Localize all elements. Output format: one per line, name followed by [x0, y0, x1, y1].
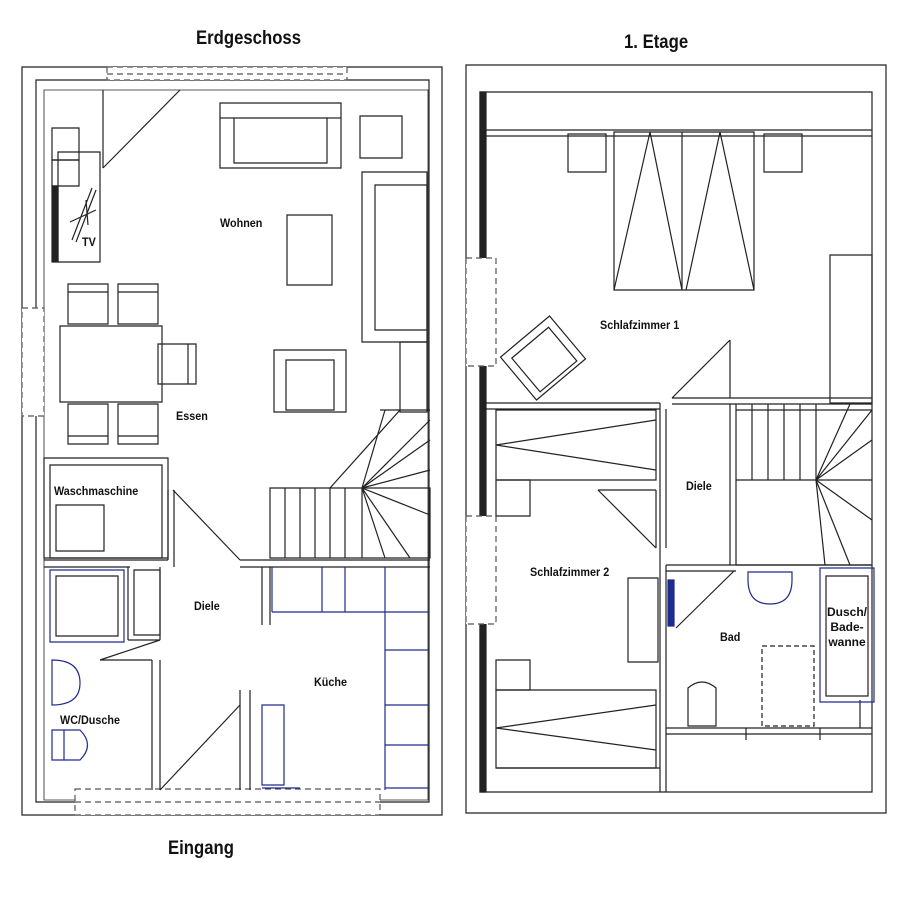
- room-label-bad: Bad: [720, 630, 741, 644]
- room-label-wohnen: Wohnen: [220, 216, 263, 230]
- ground-left-window: [22, 308, 44, 416]
- upper-stairs: [736, 404, 872, 565]
- room-label-tv: TV: [82, 235, 96, 249]
- upper-floor-title: 1. Etage: [624, 32, 689, 53]
- room-label-schlafzimmer2: Schlafzimmer 2: [530, 565, 610, 579]
- wardrobe: [830, 255, 872, 403]
- ground-blue-fixtures: [50, 567, 428, 790]
- bath-toilet: [688, 682, 716, 726]
- room-label-schlafzimmer1: Schlafzimmer 1: [600, 318, 680, 332]
- bedroom-armchair: [500, 316, 585, 400]
- sofa-top: [220, 103, 341, 168]
- entrance-label: Eingang: [168, 838, 234, 859]
- side-table: [360, 116, 402, 158]
- armchair: [274, 350, 346, 412]
- room-label-essen: Essen: [176, 409, 208, 423]
- upper-blue-fixtures: [668, 568, 874, 726]
- ground-outer-wall: [22, 67, 442, 815]
- nightstand-left: [568, 134, 606, 172]
- bed: [614, 132, 754, 290]
- room-label-waschmaschine: Waschmaschine: [54, 484, 139, 498]
- tv-cabinet: [52, 128, 79, 160]
- bathtub-label-line-2: Bade-: [830, 620, 864, 634]
- nightstand-right: [764, 134, 802, 172]
- kitchen-cabinet: [262, 705, 284, 785]
- ground-floor-title: Erdgeschoss: [196, 28, 302, 49]
- upper-window-2: [466, 516, 496, 624]
- room-label-wc: WC/Dusche: [60, 713, 121, 727]
- bathtub-label-line-3: wanne: [828, 635, 866, 649]
- sofa-right: [362, 172, 427, 342]
- dining-chair: [68, 284, 108, 324]
- ground-floor: [22, 67, 442, 815]
- upper-window-1: [466, 258, 496, 366]
- wardrobe-bottom: [496, 690, 656, 768]
- ground-inner-wall: [36, 80, 429, 802]
- wc-basin: [52, 730, 64, 760]
- upper-floor: [466, 65, 886, 813]
- upper-outer-wall: [466, 65, 886, 813]
- dining-table: [60, 326, 162, 402]
- laundry-room: [44, 458, 168, 558]
- room-label-bathtub: Dusch/ Bade- wanne: [820, 605, 874, 650]
- room-label-diele-upper: Diele: [686, 479, 712, 493]
- room-label-diele-ground: Diele: [194, 599, 220, 613]
- wc-toilet: [52, 660, 80, 705]
- shower: [50, 570, 124, 642]
- wardrobe-top: [496, 410, 656, 480]
- bath-sink: [748, 572, 792, 604]
- bathtub: [820, 568, 874, 702]
- room-label-kueche: Küche: [314, 675, 348, 689]
- ground-stairs: [270, 410, 430, 558]
- coffee-table: [287, 215, 332, 285]
- bathtub-label-line-1: Dusch/: [826, 605, 867, 619]
- washing-machine: [56, 505, 104, 551]
- tv-stand: [58, 152, 100, 262]
- desk: [628, 578, 658, 662]
